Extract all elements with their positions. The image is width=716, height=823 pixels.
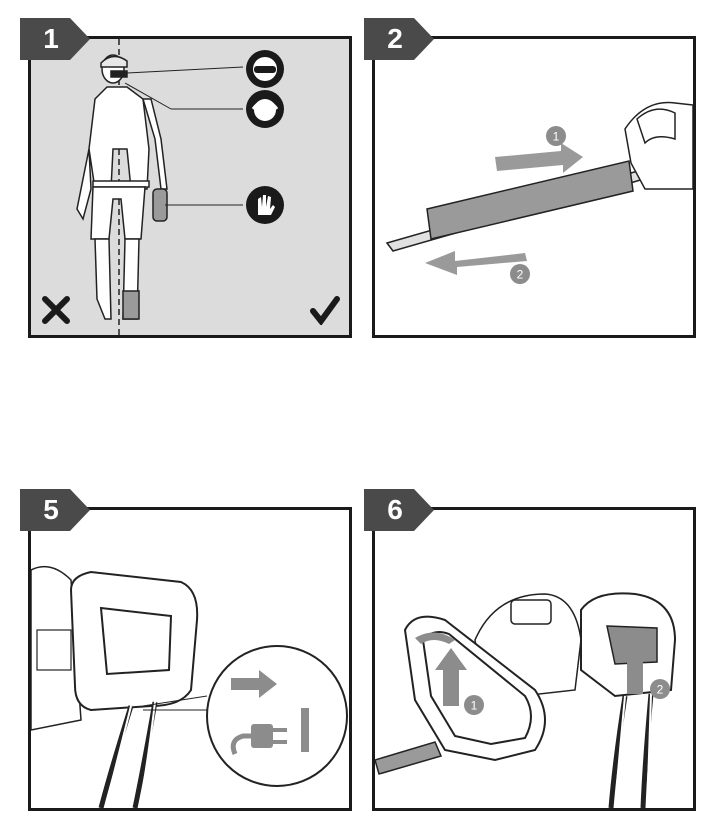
blade-cover-illustration bbox=[385, 101, 693, 275]
svg-text:2: 2 bbox=[657, 683, 664, 697]
check-icon bbox=[310, 296, 340, 325]
step-number: 6 bbox=[387, 494, 403, 525]
cross-icon bbox=[42, 296, 70, 324]
panel-2: 1 2 bbox=[372, 36, 696, 338]
arrow-label-1: 1 bbox=[464, 695, 484, 715]
step-number: 2 bbox=[387, 23, 403, 54]
step-tab-1: 1 bbox=[20, 18, 92, 60]
plug-icon bbox=[230, 724, 287, 755]
arrow-label-2: 2 bbox=[650, 679, 670, 699]
step-number: 5 bbox=[43, 494, 59, 525]
svg-text:1: 1 bbox=[471, 699, 478, 713]
svg-text:2: 2 bbox=[517, 268, 524, 282]
step-tab-2: 2 bbox=[364, 18, 436, 60]
step-tab-6: 6 bbox=[364, 489, 436, 531]
panel-5 bbox=[28, 507, 352, 811]
ear-protection-icon bbox=[246, 90, 284, 128]
arrow-label-2: 2 bbox=[510, 264, 530, 284]
arrow-label-1: 1 bbox=[546, 126, 566, 146]
gloves-icon bbox=[246, 186, 284, 224]
switch-handles-illustration bbox=[375, 592, 677, 808]
panel-6: 1 2 bbox=[372, 507, 696, 811]
power-cord-illustration bbox=[31, 565, 348, 808]
safety-illustration bbox=[76, 39, 244, 335]
step-number: 1 bbox=[43, 23, 59, 54]
switch-bar-icon bbox=[301, 708, 309, 752]
svg-text:1: 1 bbox=[553, 130, 560, 144]
panel-1 bbox=[28, 36, 352, 338]
eye-protection-icon bbox=[246, 50, 284, 88]
step-tab-5: 5 bbox=[20, 489, 92, 531]
arrow-right-icon bbox=[231, 670, 277, 698]
person-figure bbox=[76, 54, 168, 320]
